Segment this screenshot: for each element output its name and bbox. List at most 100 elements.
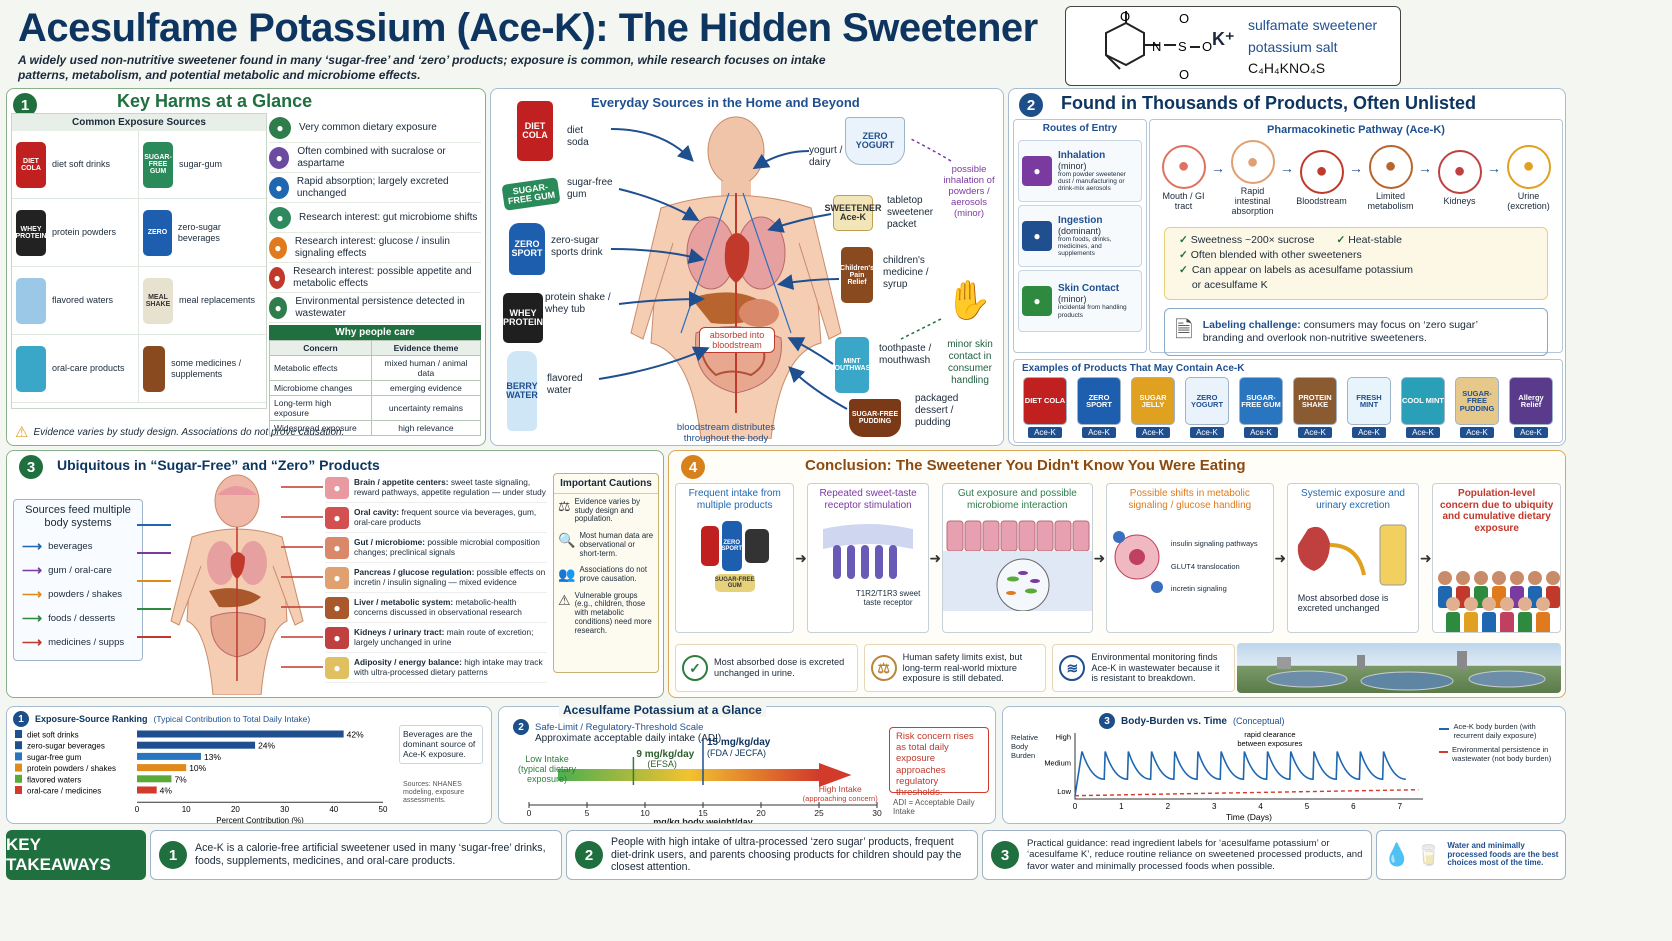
example-product-icon: COOL MINT bbox=[1401, 377, 1445, 425]
example-product-icon: ZERO SPORT bbox=[1077, 377, 1121, 425]
arrow-icon: → bbox=[1418, 160, 1432, 177]
section-title: Conclusion: The Sweetener You Didn't Kno… bbox=[805, 457, 1246, 474]
organ-item: ● Brain / appetite centers: sweet taste … bbox=[325, 473, 547, 503]
section-conclusion: 4 Conclusion: The Sweetener You Didn't K… bbox=[668, 450, 1566, 698]
example-product: Allergy Relief Ace-K bbox=[1509, 377, 1553, 438]
right-label-toothpaste: toothpaste / mouthwash bbox=[879, 343, 932, 366]
harm-item: ● Very common dietary exposure bbox=[269, 113, 481, 143]
table-cell: Widespread exposure bbox=[269, 420, 372, 436]
feed-arrows bbox=[137, 524, 171, 638]
arrow-icon: ➜ bbox=[1274, 549, 1287, 566]
examples-title: Examples of Products That May Contain Ac… bbox=[1022, 363, 1245, 374]
route-name: Inhalation bbox=[1058, 149, 1106, 161]
x-tick-label: 0 bbox=[135, 805, 140, 814]
pudding-cup: SUGAR-FREE PUDDING bbox=[849, 399, 901, 437]
step-title: Population-level concern due to ubiquity… bbox=[1439, 488, 1554, 534]
example-label: Ace-K bbox=[1082, 427, 1116, 438]
appetite-icon: ● bbox=[269, 266, 286, 289]
series-line-body-burden bbox=[1074, 751, 1406, 796]
arrow-head-icon bbox=[819, 763, 852, 787]
route-name: Skin Contact bbox=[1058, 283, 1120, 295]
arrow-icon: ➜ bbox=[795, 549, 807, 566]
harm-item: ● Rapid absorption; largely excreted unc… bbox=[269, 173, 481, 203]
ace-k-structure-icon: O N S O O O bbox=[1105, 11, 1212, 82]
category-icon bbox=[15, 763, 22, 772]
glass-icon: 🥛 bbox=[1416, 844, 1442, 867]
source-cell: some medicines / supplements bbox=[139, 335, 266, 403]
caution-text: Most human data are observational or sho… bbox=[579, 531, 654, 558]
important-cautions: Important Cautions ⚖ Evidence varies by … bbox=[553, 473, 659, 673]
example-product: SUGAR JELLY Ace-K bbox=[1131, 377, 1175, 438]
x-tick-label: 5 bbox=[585, 808, 590, 818]
section-number: 2 bbox=[1019, 93, 1043, 117]
arrow-icon: ➜ bbox=[1419, 549, 1432, 566]
example-label: Ace-K bbox=[1352, 427, 1386, 438]
example-product-icon: SUGAR-FREE PUDDING bbox=[1455, 377, 1499, 425]
x-tick-label: 20 bbox=[756, 808, 766, 818]
mouth-icon: ● bbox=[325, 506, 349, 529]
pk-title: Pharmacokinetic Pathway (Ace-K) bbox=[1267, 124, 1445, 136]
exposure-sources-title: Common Exposure Sources bbox=[12, 114, 266, 131]
chem-description: sulfamate sweetener potassium salt C₄H₄K… bbox=[1248, 15, 1377, 80]
conclusion-note: ⚖ Human safety limits exist, but long-te… bbox=[863, 644, 1047, 692]
organ-item: ● Gut / microbiome: possible microbial c… bbox=[325, 533, 547, 563]
berry-water-bottle: BERRY WATER bbox=[506, 351, 538, 431]
source-cell: flavored waters bbox=[12, 267, 139, 335]
x-tick-label: 30 bbox=[280, 805, 289, 814]
organ-item: ● Kidneys / urinary tract: main route of… bbox=[325, 623, 547, 653]
category-icon bbox=[15, 752, 22, 761]
step-title: Repeated sweet-taste receptor stimulatio… bbox=[819, 488, 917, 511]
example-product: SUGAR-FREE GUM Ace-K bbox=[1239, 377, 1283, 438]
section-title: Key Harms at a Glance bbox=[117, 91, 313, 111]
harm-label: Research interest: possible appetite and… bbox=[293, 266, 472, 289]
svg-text:N: N bbox=[1152, 39, 1161, 54]
glance-subtitle: Safe-Limit / Regulatory-Threshold Scale bbox=[535, 721, 704, 733]
conclusion-step: Gut exposure and possible microbiome int… bbox=[941, 483, 1093, 633]
source-cell: oral-care products bbox=[12, 335, 139, 403]
source-cell: MEAL SHAKE meal replacements bbox=[139, 267, 266, 335]
potassium-ion: K⁺ bbox=[1212, 29, 1235, 49]
source-label: zero-sugar beverages bbox=[177, 222, 221, 243]
facts-box: ✓ Sweetness ~200× sucrose ✓ Heat-stable … bbox=[1164, 226, 1548, 300]
fact-labels: ✓ Can appear on labels as acesulfame pot… bbox=[1179, 264, 1414, 292]
fact-sweetness: ✓ Sweetness ~200× sucrose bbox=[1179, 233, 1315, 246]
example-product: SUGAR-FREE PUDDING Ace-K bbox=[1455, 377, 1499, 438]
legend-item-body-burden: Ace-K body burden (with recurrent daily … bbox=[1439, 722, 1563, 740]
axes bbox=[1074, 733, 1423, 800]
step-art-bottle: ZERO SPORT bbox=[721, 521, 742, 571]
y-tick-label: Medium bbox=[1044, 759, 1071, 768]
organ-name: Adiposity / energy balance: bbox=[354, 657, 462, 668]
people-icon: ● bbox=[269, 116, 291, 139]
x-tick-label: 10 bbox=[182, 805, 191, 814]
source-label: meal replacements bbox=[179, 295, 256, 306]
source-cell: ZERO zero-sugar beverages bbox=[139, 199, 266, 267]
x-tick-label: 5 bbox=[1305, 802, 1310, 811]
takeaway-text: People with high intake of ultra-process… bbox=[611, 835, 962, 874]
source-product-icon: WHEY PROTEIN bbox=[15, 209, 47, 256]
caution-text: Vulnerable groups (e.g., children, those… bbox=[574, 590, 652, 635]
bar-value-label: 42% bbox=[347, 730, 364, 740]
source-product-icon: ZERO bbox=[143, 209, 172, 256]
source-label: flavored waters bbox=[52, 295, 114, 306]
inhalation-note: possible inhalation of powders / aerosol… bbox=[943, 164, 995, 219]
route-desc: from powder sweetener dust / manufacturi… bbox=[1058, 170, 1126, 193]
conclusion-note-text: Most absorbed dose is excreted unchanged… bbox=[714, 657, 845, 678]
bar bbox=[137, 786, 157, 794]
organ-name: Oral cavity: bbox=[354, 507, 400, 518]
table-cell: Microbiome changes bbox=[269, 380, 372, 396]
zero-yogurt-cup: ZERO YOGURT bbox=[845, 117, 905, 165]
harm-label: Environmental persistence detected in wa… bbox=[295, 296, 465, 319]
evidence-note: ⚠ Evidence varies by study design. Assoc… bbox=[15, 423, 344, 441]
arrow-icon: ➜ bbox=[929, 549, 942, 566]
warning-icon: ⚠ bbox=[15, 424, 29, 441]
step-art-cola bbox=[700, 526, 719, 566]
example-label: Ace-K bbox=[1298, 427, 1332, 438]
example-product-icon: SUGAR-FREE GUM bbox=[1239, 377, 1283, 425]
harm-label: Rapid absorption; largely excreted uncha… bbox=[296, 176, 449, 199]
leaf-icon: ● bbox=[269, 296, 288, 319]
blood-cell-icon: ● bbox=[1299, 149, 1344, 194]
